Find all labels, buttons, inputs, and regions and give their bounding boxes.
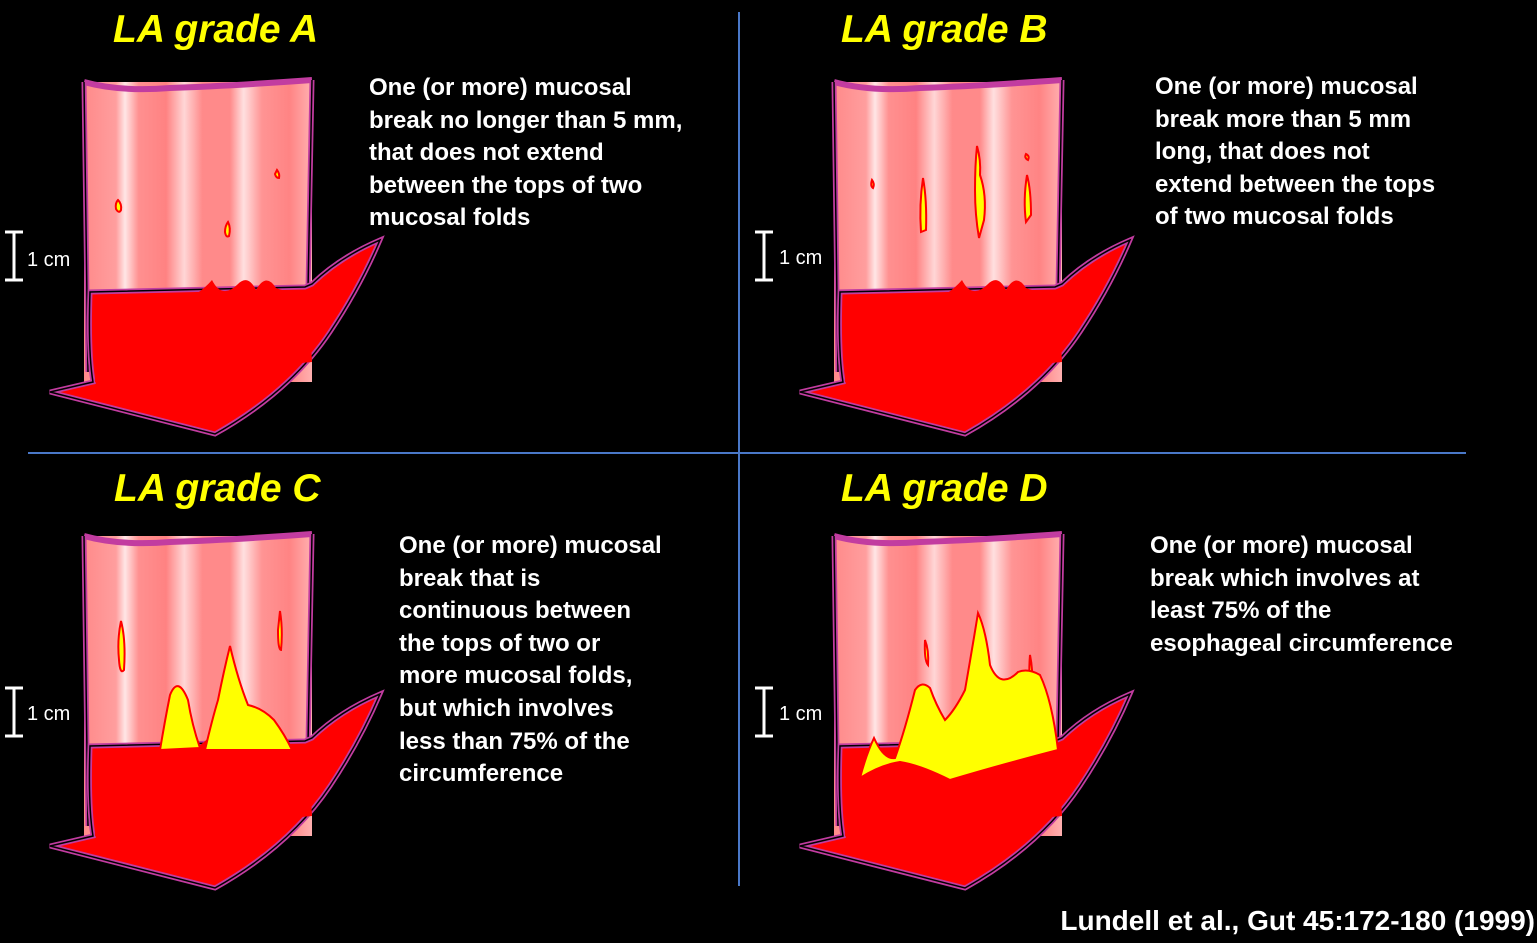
mucosal-break	[1023, 174, 1033, 225]
mucosal-break	[870, 177, 875, 190]
panel-title: LA grade D	[841, 467, 1048, 510]
stomach-outline	[49, 238, 382, 435]
mucosal-break	[858, 609, 1060, 782]
panel-title: LA grade A	[113, 8, 319, 51]
scale-bar	[5, 230, 23, 282]
scale-label: 1 cm	[779, 703, 823, 725]
mucosal-break	[273, 168, 281, 180]
tube-rim	[83, 77, 313, 93]
mucosal-break	[919, 177, 928, 234]
mucosal-break	[114, 198, 123, 213]
vertical-divider	[738, 12, 740, 886]
mucosal-break	[158, 685, 202, 752]
mucosal-break	[973, 145, 986, 239]
esophagus-group	[755, 77, 1135, 437]
tube-rim	[833, 531, 1063, 547]
esophagus-group	[5, 531, 385, 891]
esophagus-illustration	[755, 77, 1135, 437]
stomach-outline	[799, 238, 1132, 435]
mucosal-break	[117, 620, 126, 673]
scale-label: 1 cm	[27, 249, 71, 271]
esophagus-illustration	[5, 77, 385, 437]
z-line	[95, 734, 312, 836]
scale-bar	[755, 230, 773, 282]
citation: Lundell et al., Gut 45:172-180 (1999)	[1060, 905, 1535, 936]
panel-description: One (or more) mucosal break that is cont…	[399, 532, 662, 788]
scale-label: 1 cm	[27, 703, 71, 725]
esophagus-illustration	[755, 531, 1135, 891]
tube-rim	[83, 531, 313, 547]
scale-label: 1 cm	[779, 247, 823, 269]
panel-description: One (or more) mucosal break more than 5 …	[1155, 73, 1436, 231]
esophagus-group	[5, 77, 385, 437]
panel-title: LA grade C	[114, 467, 321, 510]
panel-description: One (or more) mucosal break which involv…	[1150, 532, 1453, 657]
stomach-outline	[49, 692, 382, 889]
panel-description: One (or more) mucosal break no longer th…	[369, 74, 683, 232]
esophagus-group	[755, 531, 1135, 891]
panel-title: LA grade B	[841, 8, 1048, 51]
z-line	[95, 280, 312, 382]
stomach-outline	[799, 692, 1132, 889]
scale-bar	[755, 686, 773, 738]
mucosal-break	[276, 610, 283, 652]
esophagus-illustration	[5, 531, 385, 891]
mucosal-break	[203, 645, 294, 751]
mucosal-break	[223, 220, 231, 238]
mucosal-break	[923, 639, 930, 668]
mucosal-break	[1024, 152, 1030, 162]
tube-rim	[833, 77, 1063, 93]
horizontal-divider	[28, 452, 1466, 454]
scale-bar	[5, 686, 23, 738]
z-line	[845, 280, 1062, 382]
